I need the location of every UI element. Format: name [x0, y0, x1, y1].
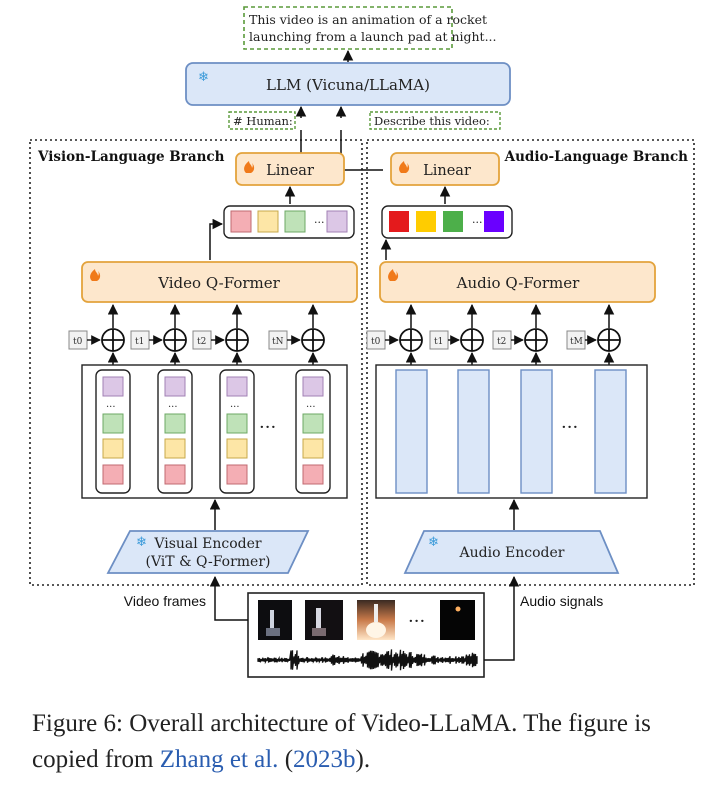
- llm-label: LLM (Vicuna/LLaMA): [266, 76, 430, 94]
- audio-linear-box: [390, 152, 500, 186]
- citation-open-paren: (: [278, 746, 294, 773]
- audio-token: [484, 211, 504, 232]
- audio-encoder-snowflake-icon: ❄: [428, 535, 439, 550]
- output-text-box: [243, 6, 453, 50]
- video-token: [230, 210, 252, 233]
- audio-encoder-label: Audio Encoder: [459, 545, 565, 561]
- video-frame-columns: ··· ··· ··· ···: [95, 369, 331, 494]
- frames-ellipsis: ···: [408, 611, 425, 632]
- video-qformer-label: Video Q-Former: [157, 274, 280, 292]
- human-prompt-label: # Human:: [233, 114, 293, 128]
- svg-text:tM: tM: [570, 337, 583, 347]
- video-token-ellipsis: ···: [314, 216, 325, 229]
- vision-linear-flame-icon: [244, 161, 255, 173]
- visual-encoder-label-1: Visual Encoder: [153, 536, 262, 552]
- architecture-diagram: This video is an animation of a rocket l…: [29, 6, 695, 678]
- svg-text:···: ···: [306, 402, 316, 413]
- citation-close: ).: [355, 746, 371, 773]
- output-text-line-1: This video is an animation of a rocket: [249, 12, 487, 27]
- audio-token: [443, 211, 463, 232]
- route-frames-to-visual-encoder: [209, 575, 248, 621]
- audio-signals-label: Audio signals: [520, 593, 603, 609]
- citation-author-link[interactable]: Zhang et al.: [159, 746, 279, 773]
- vision-linear-box: [235, 152, 345, 186]
- svg-text:t0: t0: [371, 337, 381, 347]
- audio-token-ellipsis: ···: [472, 216, 483, 229]
- audio-branch-container: [366, 139, 695, 586]
- route-video-qformer-to-tokens: [209, 218, 224, 260]
- video-qformer-box: [81, 261, 358, 303]
- visual-encoder-label-2: (ViT & Q-Former): [145, 554, 270, 570]
- svg-text:tN: tN: [272, 337, 284, 347]
- video-columns-ellipsis: ···: [259, 417, 276, 438]
- audio-position-embeddings: t0 t1 t2 tM: [366, 303, 621, 370]
- svg-text:t2: t2: [197, 337, 206, 347]
- video-token: [257, 210, 279, 233]
- svg-text:···: ···: [106, 402, 116, 413]
- output-text-line-2: launching from a launch pad at night...: [249, 29, 497, 44]
- vision-branch-container: [29, 139, 363, 586]
- video-frame-thumbnails: [258, 600, 475, 640]
- citation-year-link[interactable]: 2023b: [293, 746, 356, 773]
- video-qformer-flame-icon: [90, 269, 101, 281]
- llm-snowflake-icon: ❄: [198, 70, 209, 85]
- video-frames-label: Video frames: [124, 593, 206, 609]
- audio-token: [416, 211, 436, 232]
- audio-token: [389, 211, 409, 232]
- audio-qformer-label: Audio Q-Former: [456, 274, 580, 292]
- visual-encoder-box: [106, 530, 310, 574]
- describe-prompt-box: [369, 111, 501, 130]
- vision-linear-label: Linear: [266, 163, 314, 179]
- route-audio-to-audio-encoder: [484, 575, 520, 661]
- svg-text:t2: t2: [497, 337, 506, 347]
- svg-text:···: ···: [230, 402, 240, 413]
- visual-encoder-snowflake-icon: ❄: [136, 535, 147, 550]
- video-position-embeddings: t0 t1 t2 tN: [68, 303, 325, 370]
- svg-text:t1: t1: [434, 337, 443, 347]
- audio-qformer-flame-icon: [388, 269, 399, 281]
- figure-caption: Figure 6: Overall architecture of Video-…: [32, 706, 702, 778]
- audio-linear-flame-icon: [399, 161, 410, 173]
- video-token: [284, 210, 306, 233]
- describe-prompt-label: Describe this video:: [374, 114, 490, 128]
- audio-qformer-box: [379, 261, 656, 303]
- svg-text:···: ···: [168, 402, 178, 413]
- human-prompt-box: [228, 111, 296, 130]
- audio-branch-title: Audio-Language Branch: [504, 149, 689, 165]
- svg-text:t0: t0: [73, 337, 83, 347]
- audio-feature-columns: [395, 369, 627, 494]
- svg-text:t1: t1: [135, 337, 144, 347]
- video-token: [326, 210, 348, 233]
- llm-box: [185, 62, 511, 106]
- audio-columns-ellipsis: ···: [561, 417, 578, 438]
- audio-encoder-box: [403, 530, 620, 574]
- audio-linear-label: Linear: [423, 163, 471, 179]
- vision-branch-title: Vision-Language Branch: [37, 149, 225, 165]
- audio-waveform: [257, 649, 478, 671]
- caption-text: Figure 6: Overall architecture of Video-…: [32, 710, 651, 773]
